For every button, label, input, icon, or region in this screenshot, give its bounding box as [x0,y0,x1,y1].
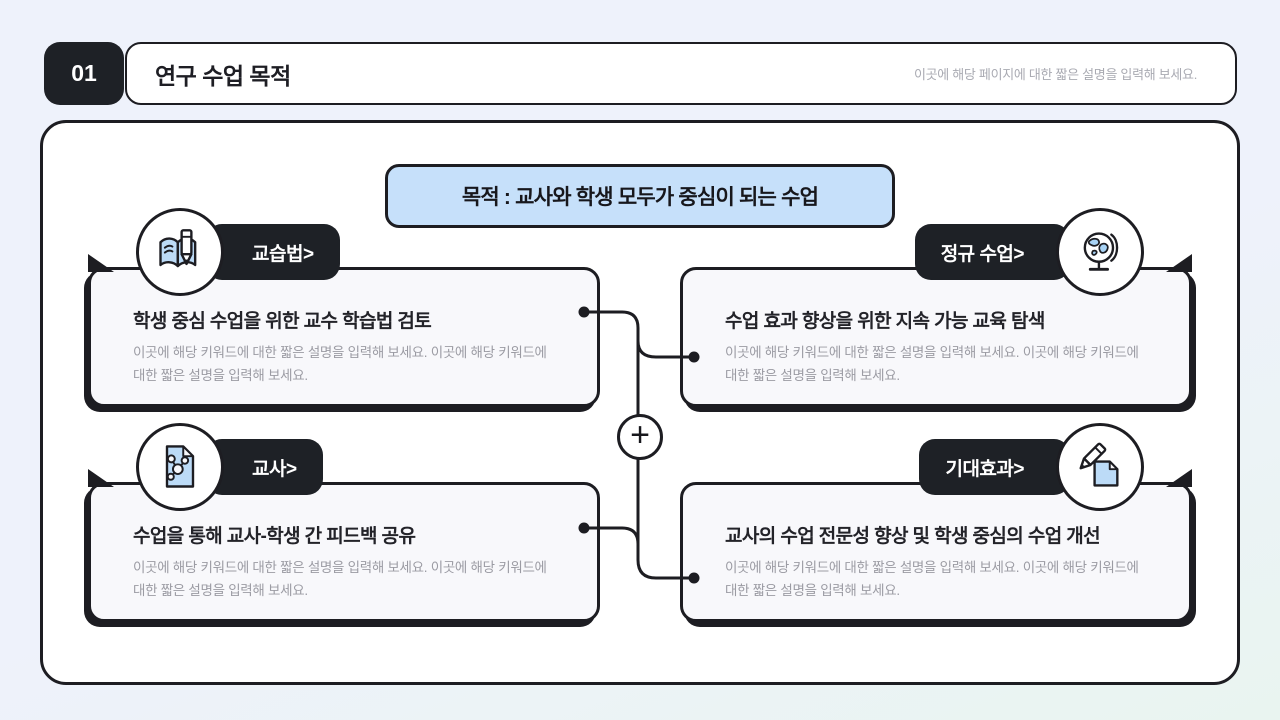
tag-teaching-method: 교습법> [206,224,340,280]
pencil-document-icon [1079,442,1119,487]
card-title: 교사의 수업 전문성 향상 및 학생 중심의 수업 개선 [725,526,1101,547]
page-title: 연구 수업 목적 [155,62,291,89]
card-description: 이곳에 해당 키워드에 대한 짧은 설명을 입력해 보세요. 이곳에 해당 키워… [725,560,1139,598]
card-teacher: 수업을 통해 교사-학생 간 피드백 공유 이곳에 해당 키워드에 대한 짧은 … [88,469,600,622]
icon-circle-teaching-method [136,208,224,296]
icon-circle-regular-class [1056,208,1144,296]
tag-regular-class: 정규 수업> [914,224,1070,280]
tag-expected-effect: 기대효과> [919,439,1070,495]
tag-teacher: 교사> [206,439,323,495]
icon-circle-teacher [136,423,224,511]
document-share-icon [165,445,195,488]
card-description: 이곳에 해당 키워드에 대한 짧은 설명을 입력해 보세요. 이곳에 해당 키워… [133,345,547,383]
card-title: 수업을 통해 교사-학생 간 피드백 공유 [133,526,416,547]
card-description: 이곳에 해당 키워드에 대한 짧은 설명을 입력해 보세요. 이곳에 해당 키워… [133,560,547,598]
goal-banner: 목적 : 교사와 학생 모두가 중심이 되는 수업 [385,164,895,228]
page-number-badge: 01 [44,42,124,105]
plus-symbol: + [630,416,650,454]
card-title: 수업 효과 향상을 위한 지속 가능 교육 탐색 [725,311,1045,332]
card-title: 학생 중심 수업을 위한 교수 학습법 검토 [133,311,432,332]
card-description: 이곳에 해당 키워드에 대한 짧은 설명을 입력해 보세요. 이곳에 해당 키워… [725,345,1139,383]
page-subtitle: 이곳에 해당 페이지에 대한 짧은 설명을 입력해 보세요. [913,67,1197,82]
book-pencil-icon [159,229,197,268]
plus-connector: + [617,414,663,460]
header-title-bar: 연구 수업 목적 이곳에 해당 페이지에 대한 짧은 설명을 입력해 보세요. [125,42,1237,105]
icon-circle-expected-effect [1056,423,1144,511]
globe-icon [1083,232,1119,271]
